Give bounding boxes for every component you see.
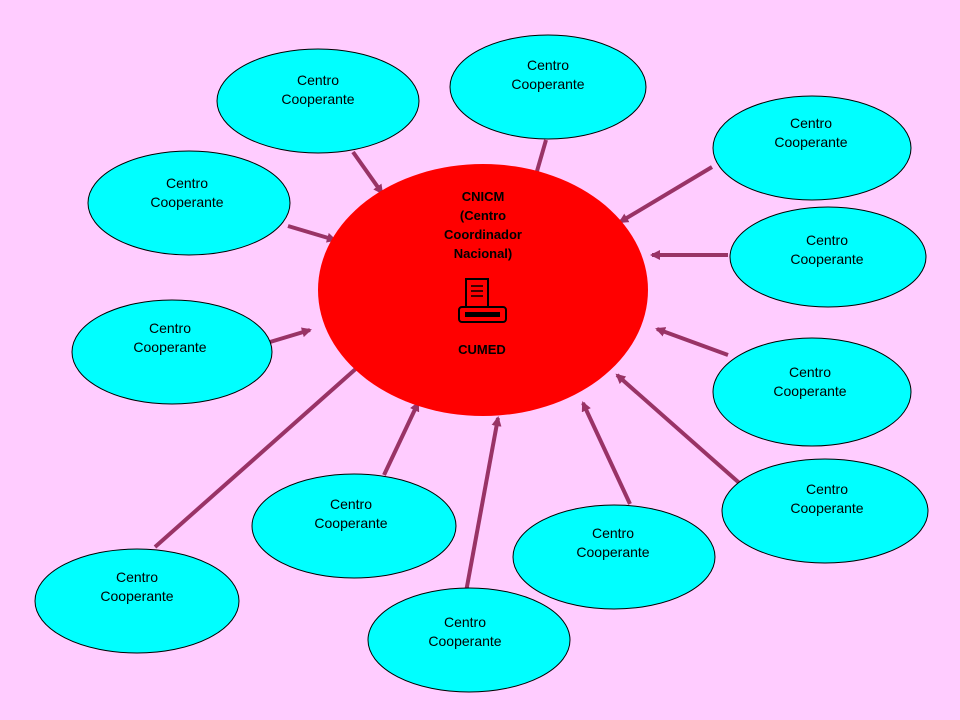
arrow — [153, 356, 370, 549]
node-label: Cooperante — [314, 515, 387, 531]
node-label: Cooperante — [281, 91, 354, 107]
cooperating-node: Centro Cooperante — [729, 206, 927, 308]
node-label: Cooperante — [576, 544, 649, 560]
node-label: Centro — [297, 72, 339, 88]
node-label: Cooperante — [100, 588, 173, 604]
cooperating-node: Centro Cooperante — [367, 587, 571, 693]
cooperating-node: Centro Cooperante — [251, 473, 457, 579]
node-label: Centro — [790, 115, 832, 131]
center-title-line: CNICM — [462, 189, 505, 204]
node-label: Centro — [527, 57, 569, 73]
printer-icon — [458, 278, 507, 323]
node-label: Cooperante — [774, 134, 847, 150]
node-label: Centro — [806, 481, 848, 497]
cooperating-node: Centro Cooperante — [87, 150, 291, 256]
center-title-line: Nacional) — [454, 246, 513, 261]
cooperating-node: Centro Cooperante — [34, 548, 240, 654]
node-label: Centro — [149, 320, 191, 336]
cooperating-node: Centro Cooperante — [721, 458, 929, 564]
arrow — [655, 327, 729, 357]
node-label: Cooperante — [150, 194, 223, 210]
arrow — [287, 224, 337, 243]
cooperating-nodes: Centro Cooperante Centro Cooperante Cent… — [34, 34, 929, 693]
node-label: Cooperante — [790, 500, 863, 516]
node-label: Centro — [330, 496, 372, 512]
node-label: Centro — [444, 614, 486, 630]
node-label: Cooperante — [773, 383, 846, 399]
node-label: Cooperante — [428, 633, 501, 649]
arrow — [269, 327, 312, 344]
center-node: CNICM (Centro Coordinador Nacional) CUME… — [318, 164, 648, 416]
node-label: Cooperante — [790, 251, 863, 267]
arrow — [351, 150, 384, 195]
node-label: Centro — [806, 232, 848, 248]
node-label: Cooperante — [133, 339, 206, 355]
arrow — [382, 401, 420, 476]
center-bottom-label: CUMED — [458, 342, 506, 357]
node-label: Centro — [166, 175, 208, 191]
cooperating-node: Centro Cooperante — [216, 48, 420, 154]
cooperating-node: Centro Cooperante — [71, 299, 273, 405]
center-title-line: Coordinador — [444, 227, 522, 242]
arrow — [618, 165, 714, 224]
cooperating-node: Centro Cooperante — [712, 95, 912, 201]
cooperating-node: Centro Cooperante — [449, 34, 647, 140]
cooperating-node: Centro Cooperante — [512, 504, 716, 610]
center-title-line: (Centro — [460, 208, 506, 223]
connection-arrows — [153, 139, 747, 593]
arrow — [464, 416, 502, 593]
node-label: Cooperante — [511, 76, 584, 92]
arrow — [615, 373, 747, 490]
cooperating-node: Centro Cooperante — [712, 337, 912, 447]
node-label: Centro — [592, 525, 634, 541]
node-label: Centro — [116, 569, 158, 585]
arrow — [581, 401, 632, 505]
node-label: Centro — [789, 364, 831, 380]
